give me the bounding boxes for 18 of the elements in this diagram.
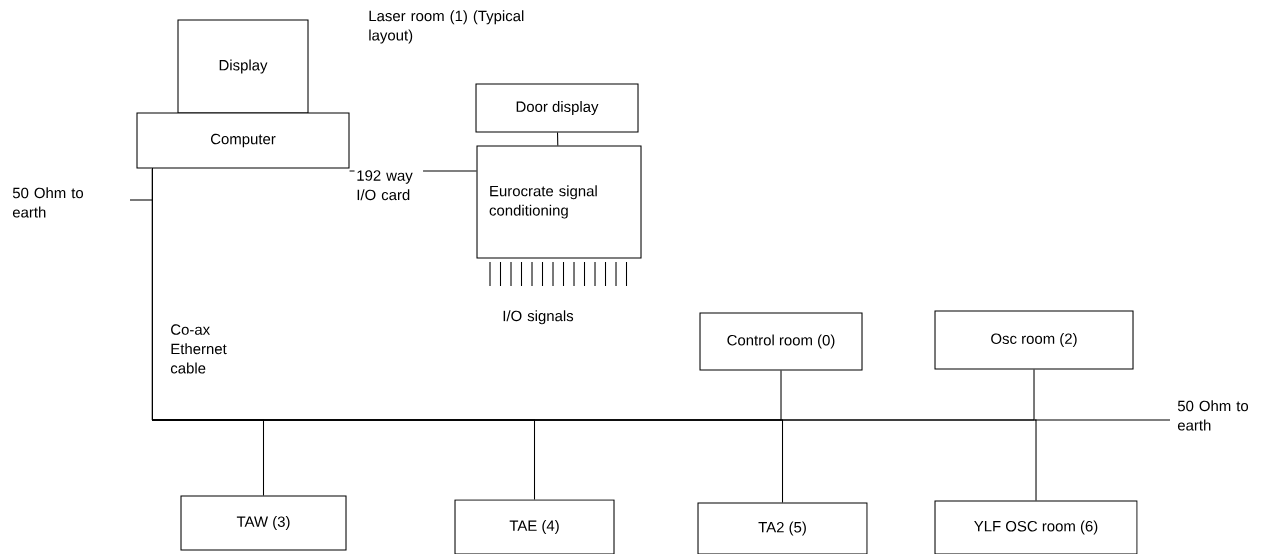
room-box: TAW (3) — [180, 495, 347, 551]
room-box: Control room (0) — [699, 312, 863, 371]
edge-label: 192 way I/O card — [357, 170, 413, 201]
room-box: Osc room (2) — [934, 310, 1134, 370]
room-box: Eurocrate signal conditioning — [476, 145, 642, 259]
text-label: 50 Ohm to earth — [12, 187, 84, 218]
room-box: Door display — [475, 83, 639, 133]
text-label: 50 Ohm to earth — [1177, 400, 1249, 431]
text-label: I/O signals — [503, 310, 574, 325]
text-label: Laser room (1) (Typical layout) — [369, 10, 524, 44]
room-box: Display — [177, 19, 309, 114]
cable-line — [557, 132, 559, 146]
room-box: TAE (4) — [454, 499, 615, 554]
room-box: TA2 (5) — [697, 502, 868, 554]
room-box: YLF OSC room (6) — [934, 500, 1138, 554]
text-label: Co-ax Ethernet cable — [170, 324, 227, 374]
room-box: Computer — [136, 112, 350, 169]
cable-line — [151, 168, 1037, 501]
